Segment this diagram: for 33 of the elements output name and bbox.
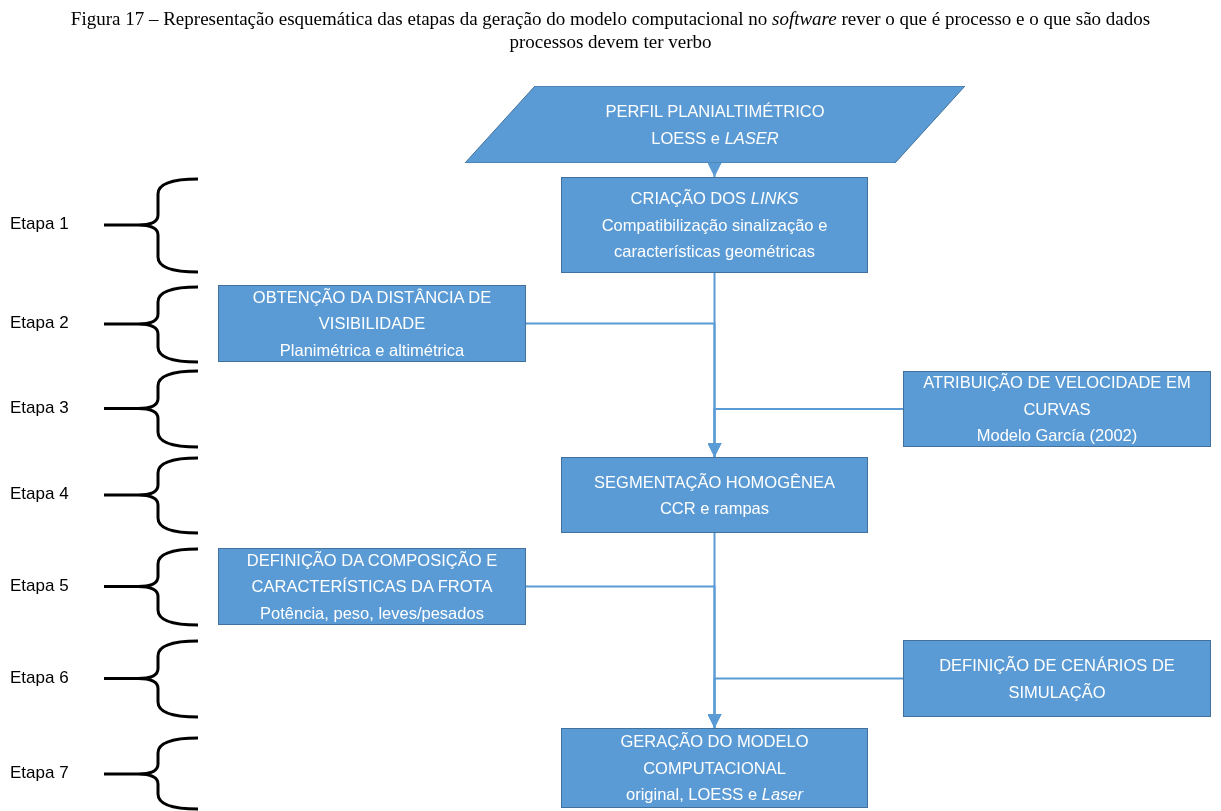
input-parallelogram — [465, 86, 965, 163]
box-detail: Potência, peso, leves/pesados — [260, 602, 484, 624]
stage-label: Etapa 6 — [10, 667, 69, 688]
process-box — [903, 640, 1211, 717]
box-detail: Planimétrica e altimétrica — [279, 339, 465, 361]
stage-label: Etapa 4 — [10, 484, 69, 504]
stage-label: Etapa 5 — [10, 575, 69, 596]
arrow — [707, 162, 722, 178]
process-box — [218, 285, 526, 362]
box-heading: CRIAÇÃO DOS LINKS — [630, 188, 799, 210]
arrow — [707, 677, 904, 729]
box-detail: CCR e rampas — [659, 498, 770, 519]
box-heading: SEGMENTAÇÃO HOMOGÊNEA — [594, 471, 835, 493]
box-detail: Modelo García (2002) — [976, 425, 1138, 447]
stage-label: Etapa 1 — [10, 214, 69, 234]
box-heading: DEFINIÇÃO DA COMPOSIÇÃO E CARACTERÍSTICAS DA FROTA — [245, 549, 499, 598]
process-box — [561, 728, 868, 808]
figure-caption: Figura 17 – Representação esquemática das etapas da geração do modelo computacional no software rever o que é processo e o que são dados processos devem ter verbo — [69, 8, 1152, 54]
box-heading: OBTENÇÃO DA DISTÂNCIA DE VISIBILIDADE — [251, 286, 493, 335]
stage-label: Etapa 7 — [10, 763, 69, 783]
box-detail: LOESS e LASER — [651, 127, 779, 149]
process-box — [561, 457, 868, 533]
box-detail: original, LOESS e Laser — [626, 784, 803, 806]
arrow — [707, 408, 904, 458]
stage-label: Etapa 2 — [10, 313, 69, 333]
process-box — [903, 371, 1211, 447]
box-detail: Compatibilização sinalização e características geométricas — [600, 214, 829, 263]
box-heading: DEFINIÇÃO DE CENÁRIOS DE SIMULAÇÃO — [938, 655, 1176, 703]
box-heading: PERFIL PLANIALTIMÉTRICO — [605, 101, 825, 123]
process-box — [218, 548, 526, 625]
stage-label: Etapa 3 — [10, 397, 69, 418]
box-heading: ATRIBUIÇÃO DE VELOCIDADE EM CURVAS — [922, 372, 1192, 420]
process-box — [561, 177, 868, 273]
